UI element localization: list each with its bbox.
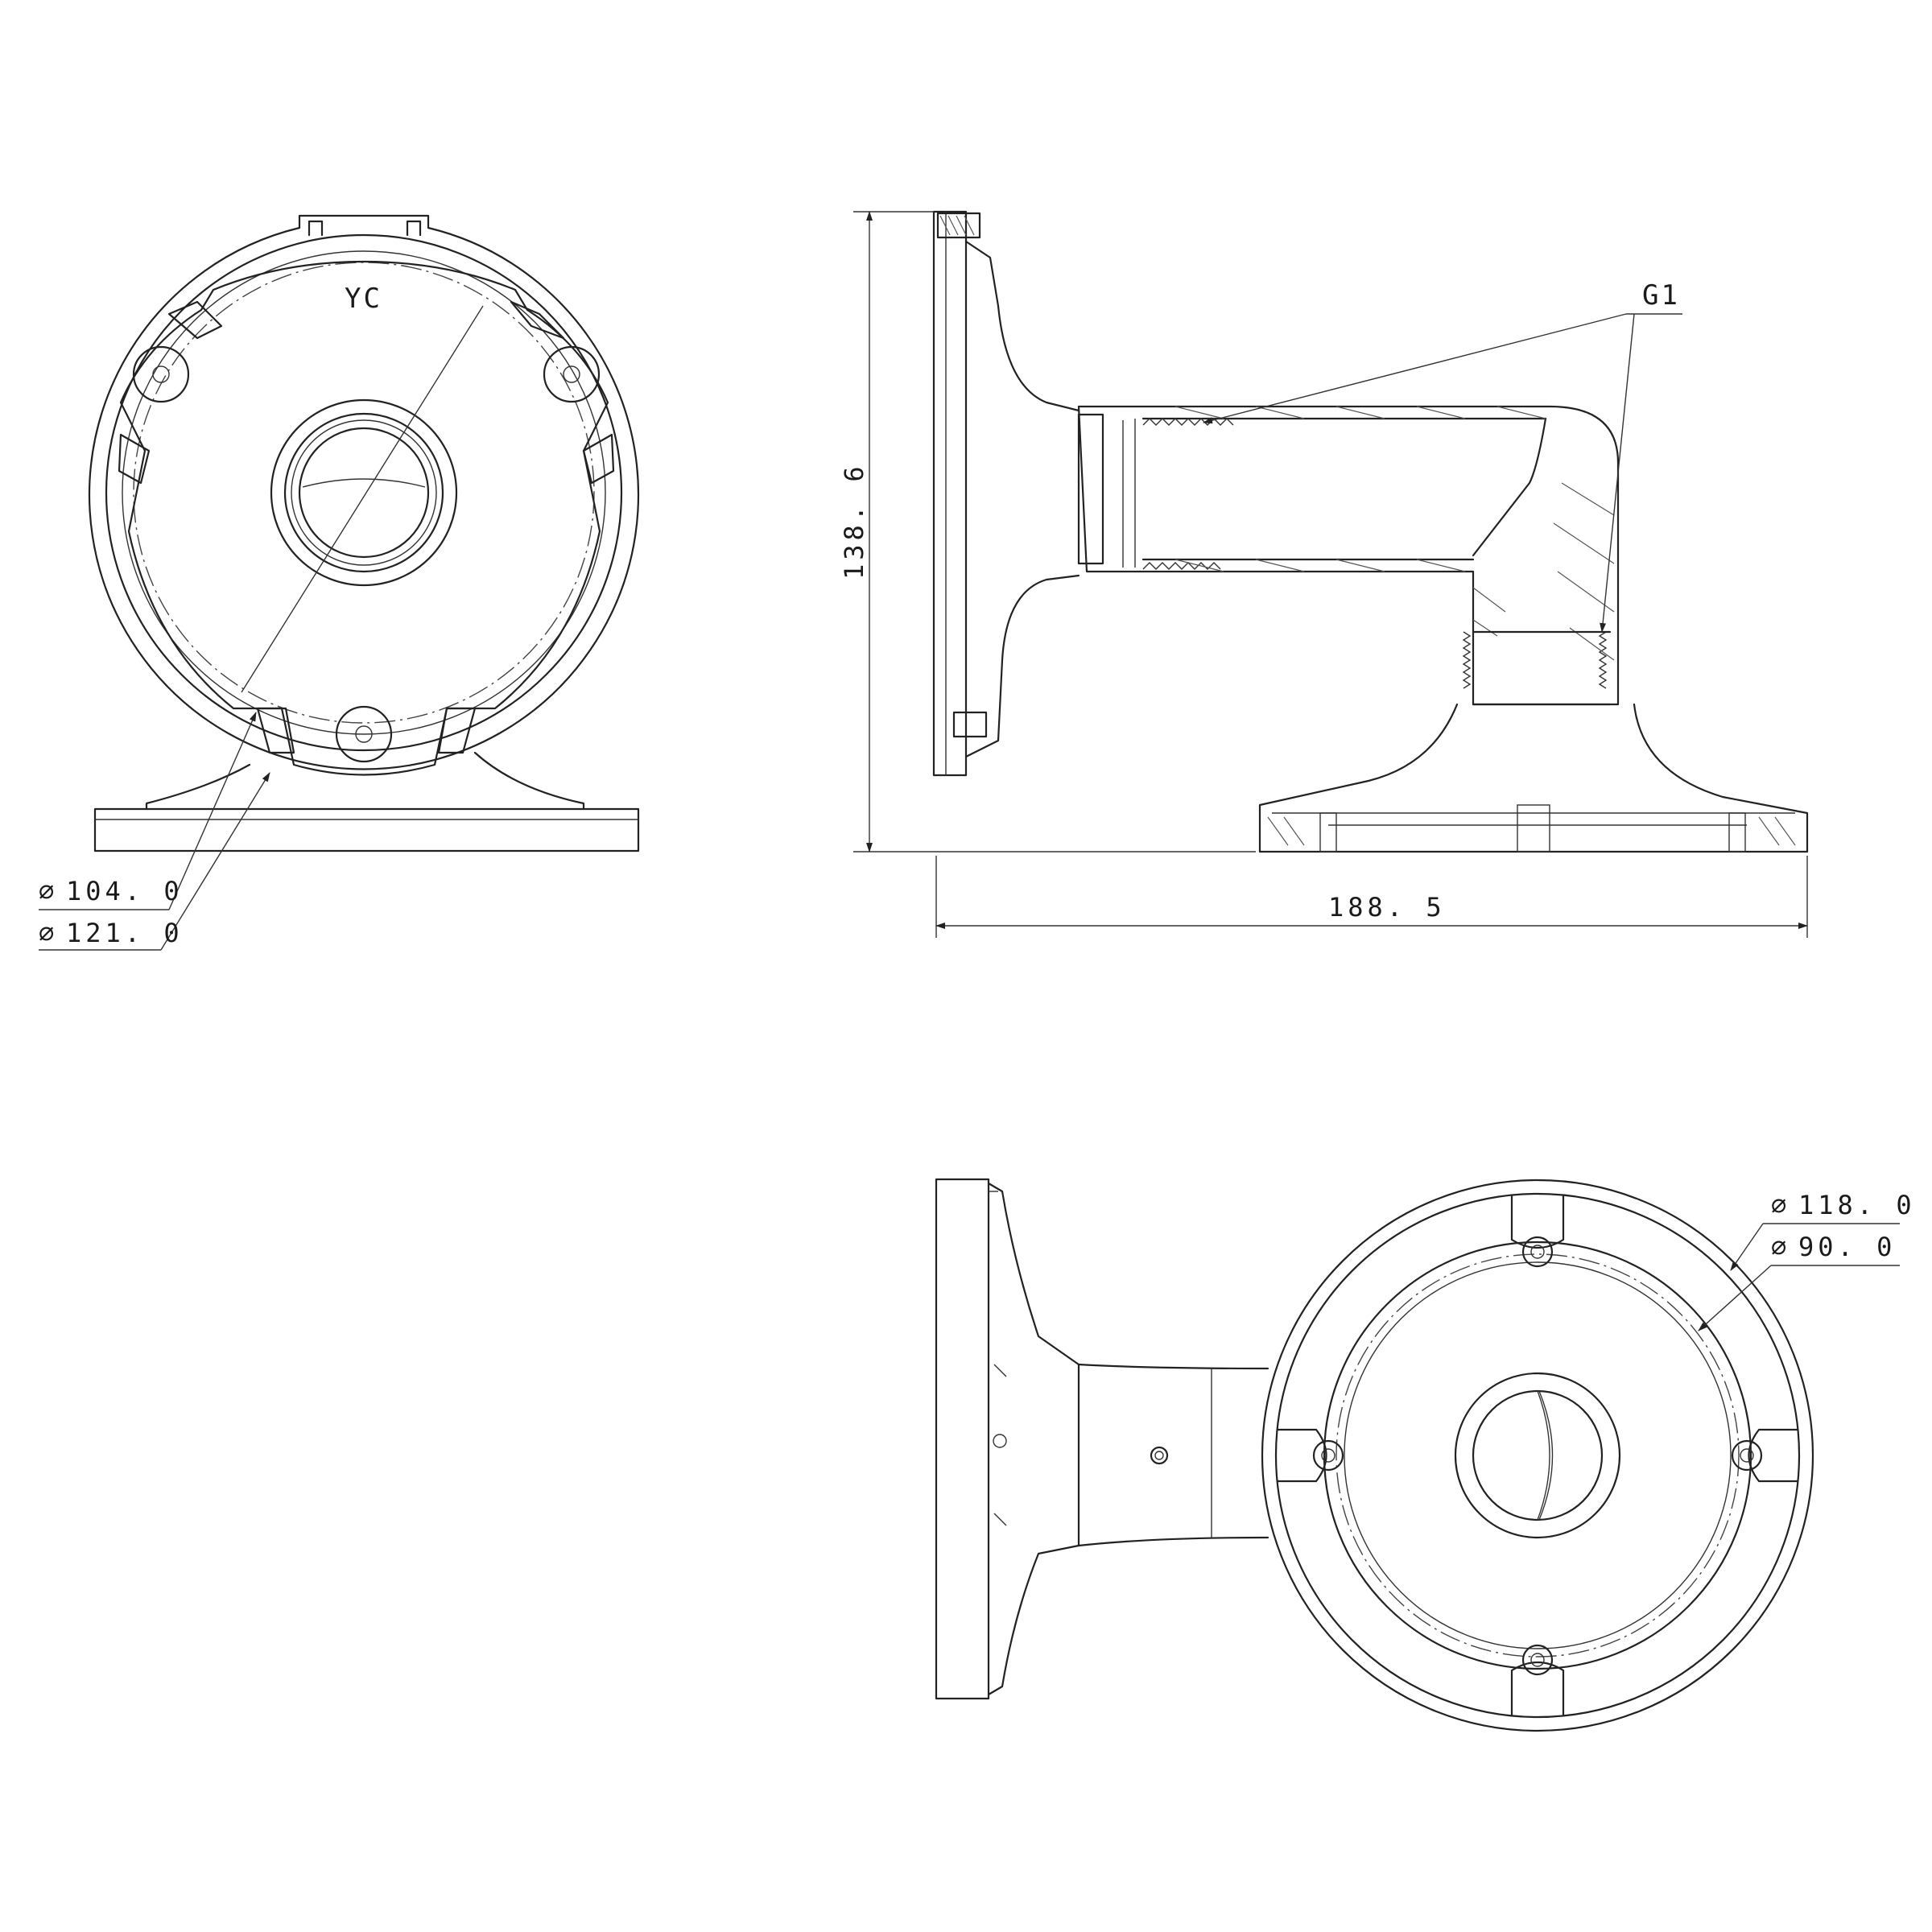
front-mount-disc: YC [88,214,640,776]
front-diameter-symbol-2: ∅ [39,918,58,948]
bottom-outer-diameter-label: 118. 0 [1798,1190,1916,1220]
side-height-dimension-label: 138. 6 [839,462,869,580]
side-section-view: 138. 6 188. 5 G1 [839,210,1809,938]
bottom-bolt-circle-label: 90. 0 [1798,1232,1896,1262]
bottom-arm [1077,1363,1269,1547]
front-inner-diameter-label: 104. 0 [66,876,184,906]
bottom-diameter-symbol-1: ∅ [1771,1190,1790,1220]
bottom-diameter-dims: ∅ 118. 0 ∅ 90. 0 [1698,1190,1916,1331]
bottom-diameter-symbol-2: ∅ [1771,1232,1790,1262]
side-dimensions: 138. 6 188. 5 G1 [839,211,1808,938]
side-wall-plate [932,210,1080,777]
front-diameter-symbol-1: ∅ [39,876,58,906]
front-outer-diameter-label: 121. 0 [66,918,184,948]
front-diameter-dims: ∅ 104. 0 ∅ 121. 0 [39,712,270,951]
side-base-flange [1258,630,1809,853]
front-marking-text: YC [345,283,382,315]
front-base-plate [93,751,640,852]
thread-callout-label: G1 [1642,279,1680,312]
side-width-dimension-label: 188. 5 [1328,892,1446,923]
bottom-view: ∅ 118. 0 ∅ 90. 0 [935,1178,1916,1732]
bottom-wall-plate [935,1178,1080,1700]
bottom-base-disc [1261,1179,1814,1732]
side-arm-section [1077,405,1620,706]
front-view: YC ∅ 104. 0 ∅ 121. 0 [39,214,640,951]
